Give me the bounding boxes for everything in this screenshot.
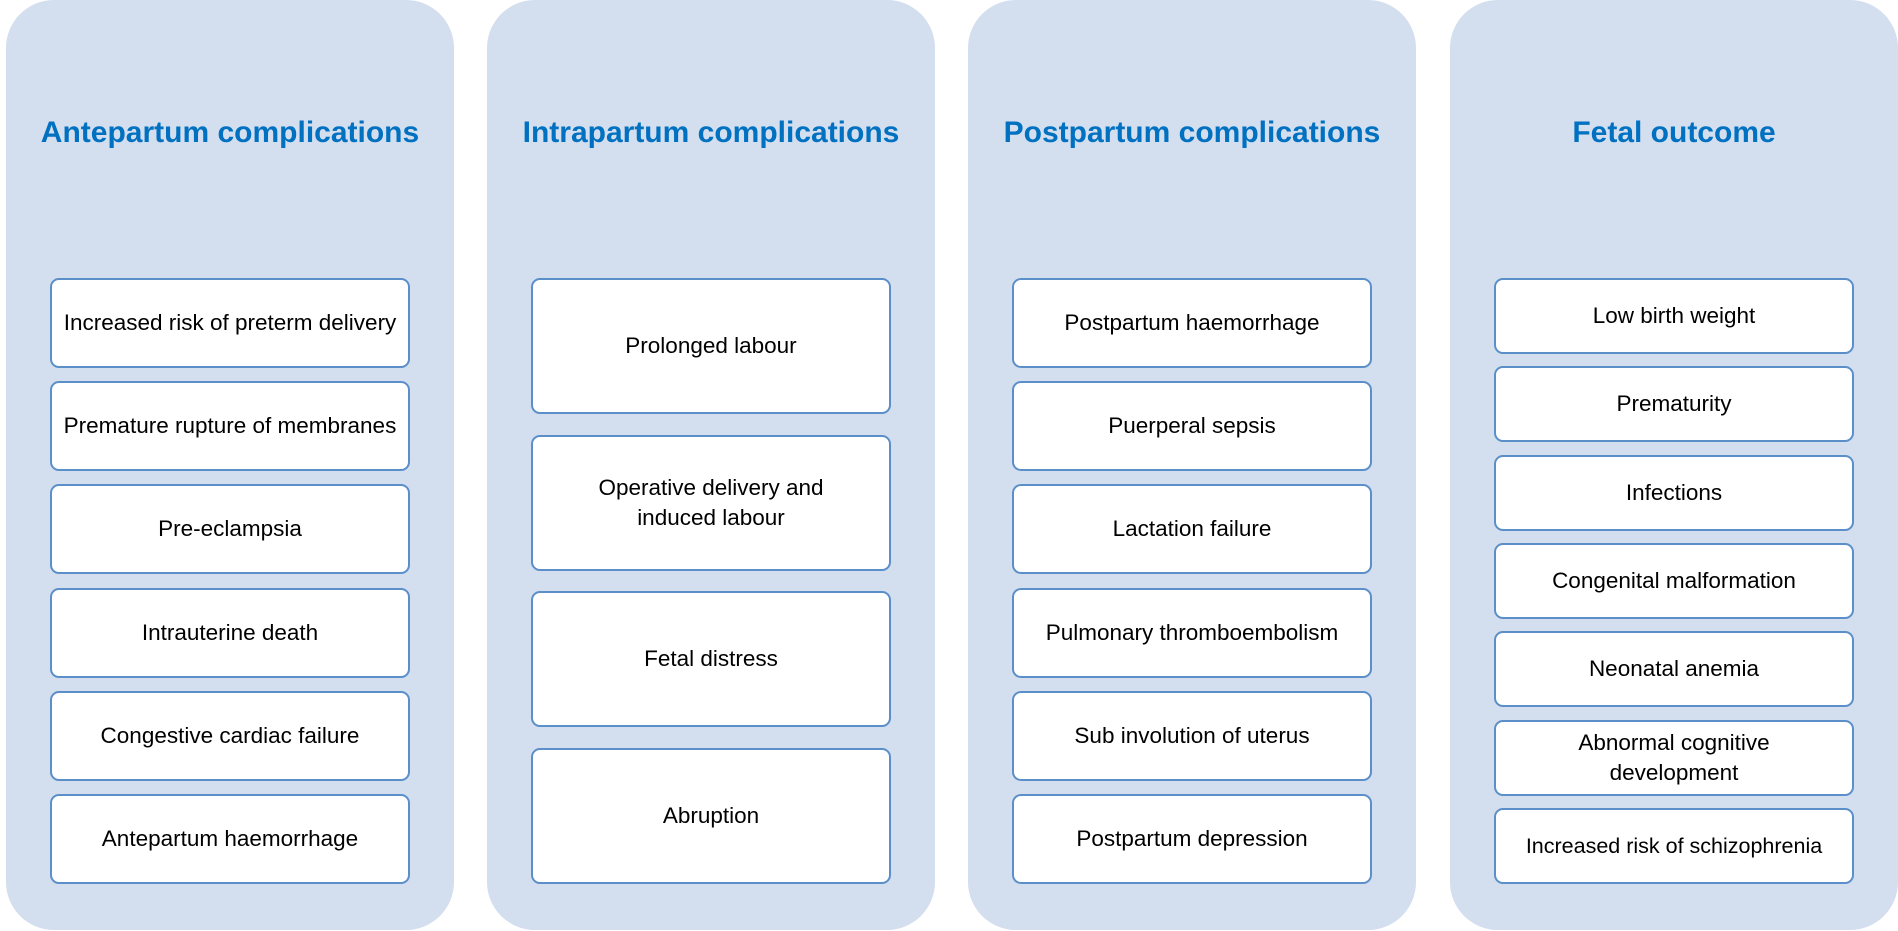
list-item: Congestive cardiac failure	[50, 690, 410, 781]
list-item: Premature rupture of membranes	[50, 381, 410, 472]
list-item: Low birth weight	[1494, 278, 1854, 354]
panel-title: Intrapartum complications	[522, 116, 900, 149]
list-item: Increased risk of preterm delivery	[50, 278, 410, 368]
list-item: Congenital malformation	[1494, 542, 1854, 619]
panel-title: Antepartum complications	[40, 116, 420, 149]
list-item: Postpartum haemorrhage	[1012, 278, 1372, 368]
list-item: Puerperal sepsis	[1012, 381, 1372, 472]
intrapartum-panel: Intrapartum complications Prolonged labo…	[487, 0, 935, 930]
panel-title: Postpartum complications	[1003, 116, 1381, 149]
list-item: Fetal distress	[531, 591, 891, 728]
list-item: Lactation failure	[1012, 484, 1372, 575]
list-item: Postpartum depression	[1012, 793, 1372, 884]
list-item: Pre-eclampsia	[50, 484, 410, 575]
antepartum-panel: Antepartum complications Increased risk …	[6, 0, 454, 930]
list-item: Abruption	[531, 747, 891, 884]
list-item: Intrauterine death	[50, 587, 410, 678]
list-item: Pulmonary thromboembolism	[1012, 587, 1372, 678]
list-item: Operative delivery and induced labour	[531, 434, 891, 571]
list-item: Prematurity	[1494, 366, 1854, 443]
list-item: Infections	[1494, 454, 1854, 531]
list-item: Sub involution of uterus	[1012, 690, 1372, 781]
list-item: Prolonged labour	[531, 278, 891, 414]
postpartum-panel: Postpartum complications Postpartum haem…	[968, 0, 1416, 930]
list-item: Abnormal cognitive development	[1494, 719, 1854, 796]
panel-title: Fetal outcome	[1572, 116, 1776, 149]
list-item: Neonatal anemia	[1494, 631, 1854, 708]
list-item: Antepartum haemorrhage	[50, 793, 410, 884]
fetal-outcome-panel: Fetal outcome Low birth weight Prematuri…	[1450, 0, 1898, 930]
list-item: Increased risk of schizophrenia	[1494, 807, 1854, 884]
